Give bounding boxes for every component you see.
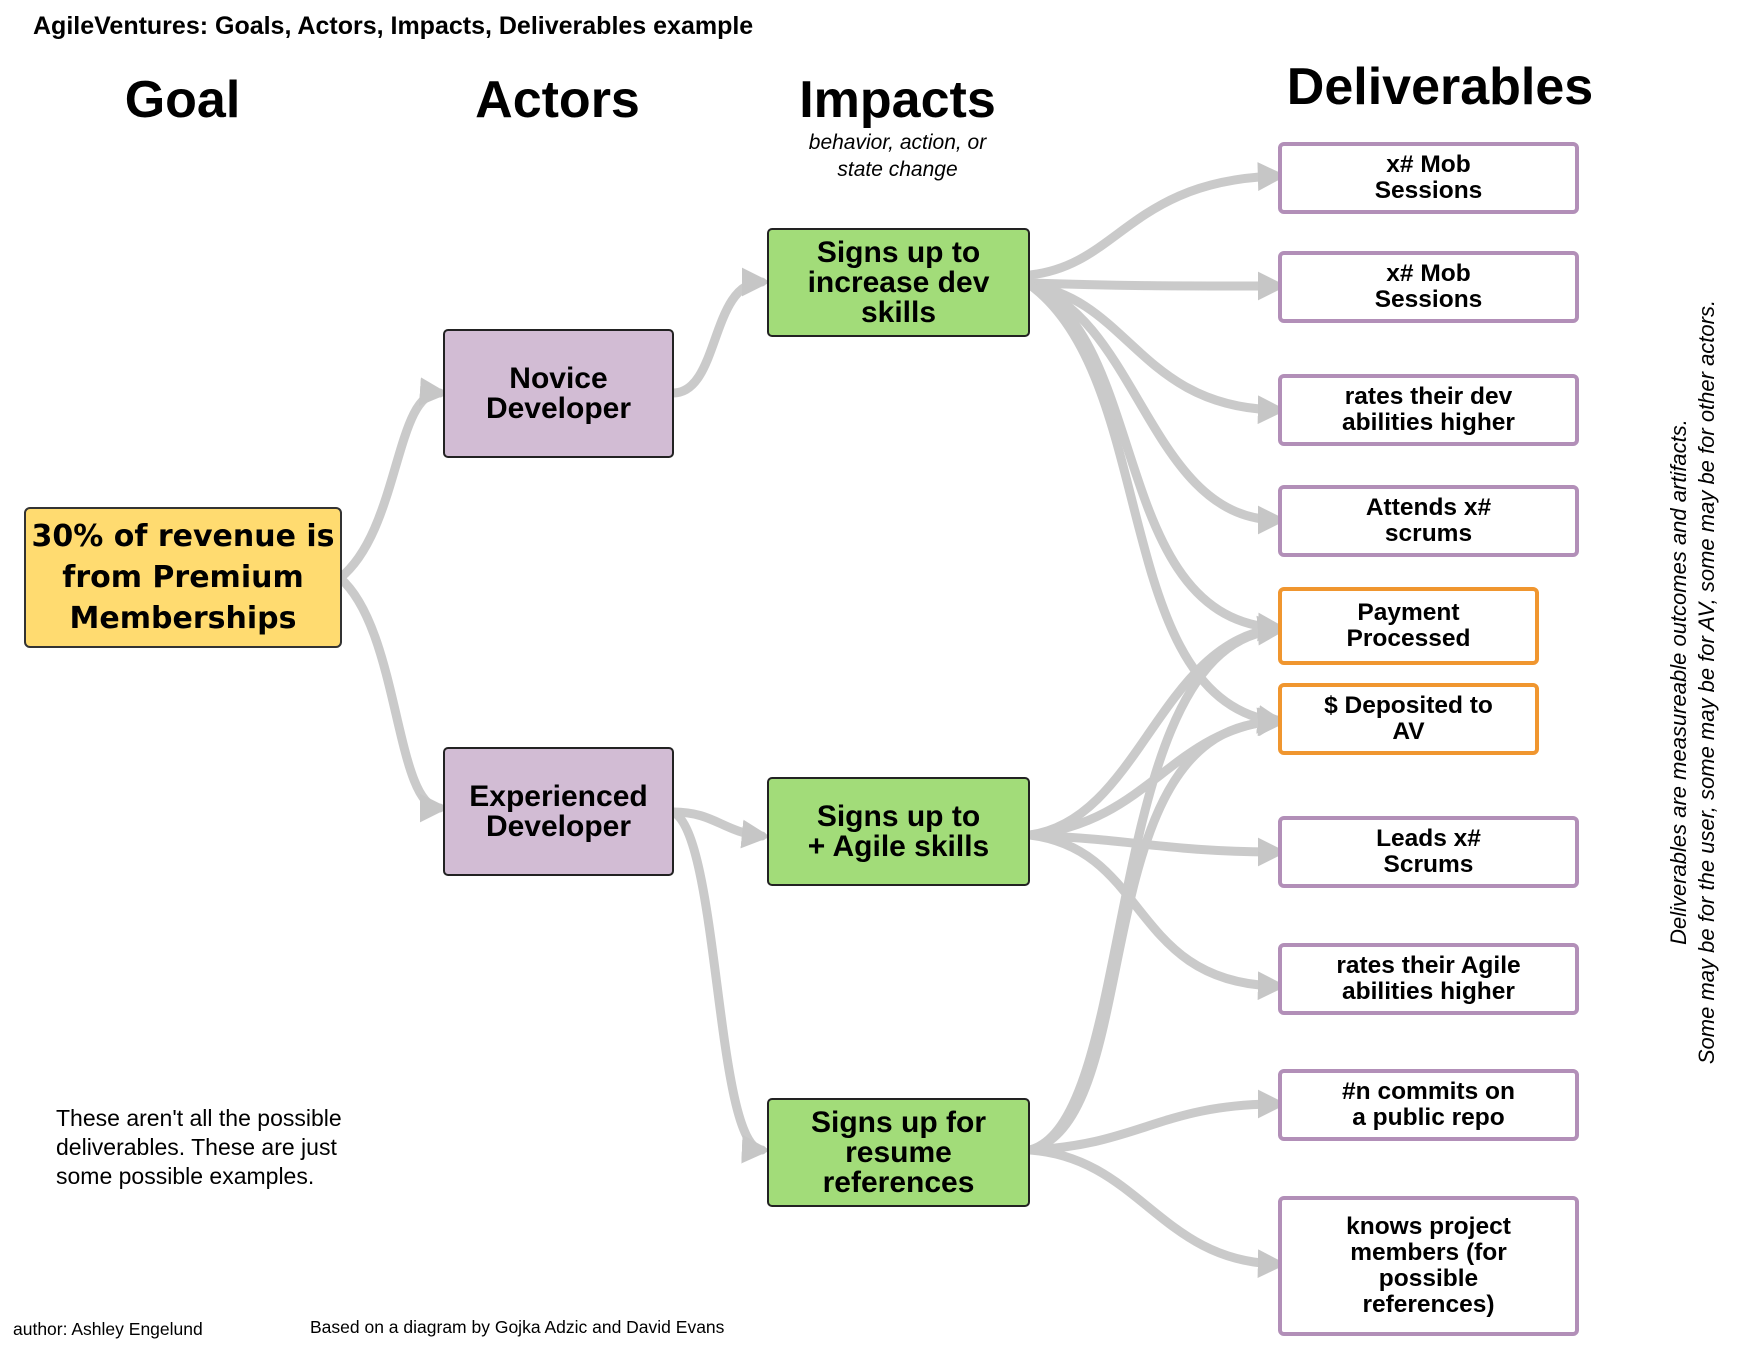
link-experienced-resume: [668, 807, 771, 1164]
deliverable-rates-dev-abilities: rates their dev abilities higher: [1278, 374, 1579, 446]
link-goal-experienced: [335, 573, 449, 823]
link-agile-leads: [1025, 830, 1287, 867]
actor-experienced-developer: Experienced Developer: [443, 747, 674, 876]
deliverable-rates-agile-abilities: rates their Agile abilities higher: [1278, 943, 1579, 1015]
actor-novice-developer: Novice Developer: [443, 329, 674, 458]
deliverable-deposited-to-av: $ Deposited to AV: [1278, 683, 1539, 755]
deliverable-leads-scrums: Leads x# Scrums: [1278, 816, 1579, 888]
deliverable-mob-sessions-1: x# Mob Sessions: [1278, 142, 1579, 214]
column-header-goal: Goal: [124, 71, 241, 129]
link-experienced-agile: [668, 807, 771, 849]
impact-resume-references: Signs up for resume references: [767, 1098, 1030, 1207]
example-note: These aren't all the possible deliverabl…: [56, 1105, 342, 1189]
deliverable-attends-scrums: Attends x# scrums: [1278, 485, 1579, 557]
author-credit: author: Ashley Engelund: [13, 1319, 203, 1339]
column-header-actors: Actors: [475, 71, 640, 129]
link-resume-deposit: [1025, 707, 1287, 1155]
impact-agile-skills: Signs up to + Agile skills: [767, 777, 1030, 886]
source-credit: Based on a diagram by Gojka Adzic and Da…: [310, 1317, 725, 1337]
deliverable-payment-processed: Payment Processed: [1278, 587, 1539, 665]
link-goal-novice: [335, 377, 449, 583]
link-dev-rates: [1025, 280, 1287, 425]
link-dev-attends: [1025, 280, 1287, 535]
deliverable-mob-sessions-2: x# Mob Sessions: [1278, 251, 1579, 323]
impact-increase-dev-skills: Signs up to increase dev skills: [767, 228, 1030, 337]
deliverable-public-repo-commits: #n commits on a public repo: [1278, 1069, 1579, 1141]
link-dev-deposit: [1025, 280, 1287, 734]
impacts-subheader: behavior, action, or state change: [808, 131, 987, 181]
link-dev-payment: [1025, 280, 1287, 642]
link-resume-commits: [1025, 1089, 1287, 1155]
link-resume-knows: [1025, 1145, 1287, 1279]
column-header-deliverables: Deliverables: [1286, 58, 1594, 116]
deliverables-side-note: Deliverables are measureable outcomes an…: [1666, 299, 1719, 1065]
link-dev-mob1: [1025, 162, 1287, 280]
page-title: AgileVentures: Goals, Actors, Impacts, D…: [33, 12, 754, 40]
deliverable-knows-project-members: knows project members (for possible refe…: [1278, 1196, 1579, 1336]
link-agile-rates: [1025, 830, 1287, 1001]
column-header-impacts: Impacts: [799, 71, 996, 129]
goal-box: 30% of revenue is from Premium Membershi…: [24, 507, 342, 648]
link-dev-mob2: [1025, 271, 1287, 301]
link-novice-devskills: [668, 267, 771, 398]
